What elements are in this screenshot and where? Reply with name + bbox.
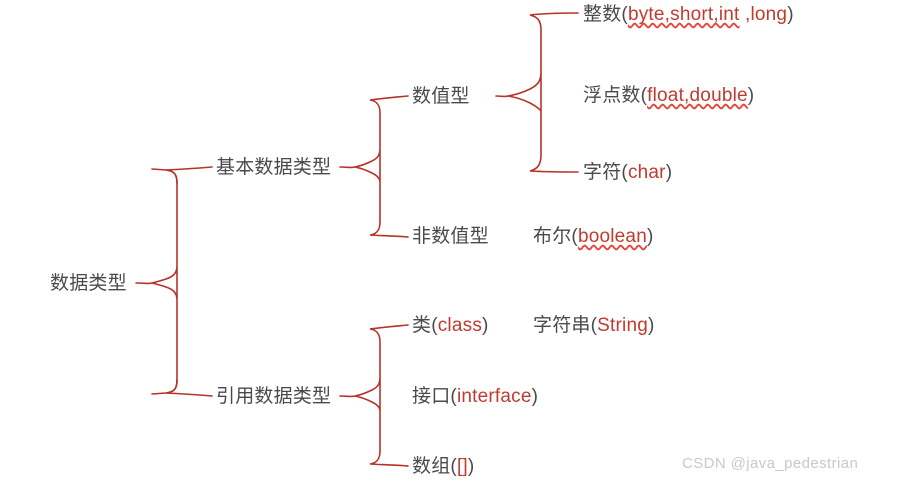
node-string[interactable]: 字符串(String) (533, 316, 655, 335)
node-integer-suffix: ) (787, 4, 794, 25)
node-float-prefix: 浮点数( (583, 85, 648, 106)
node-reference-types-label: 引用数据类型 (216, 386, 332, 407)
node-primitive-types[interactable]: 基本数据类型 (216, 158, 331, 177)
brace-numeric (495, 12, 579, 173)
node-interface[interactable]: 接口(interface) (412, 387, 538, 406)
node-char-suffix: ) (665, 162, 673, 183)
node-class[interactable]: 类(class) (412, 316, 489, 335)
node-float[interactable]: 浮点数(float,double) (583, 86, 754, 105)
node-string-prefix: 字符串( (533, 315, 598, 336)
node-char-keyword: char (627, 162, 666, 183)
node-string-suffix: ) (647, 315, 655, 336)
brace-root-arm-bottom (165, 379, 213, 397)
node-array[interactable]: 数组([]) (412, 457, 474, 476)
node-integer-keyword-tail: ,long (739, 4, 788, 25)
node-array-keyword: [] (456, 456, 468, 477)
node-char[interactable]: 字符(char) (583, 163, 672, 182)
brace-primitive (339, 95, 409, 238)
node-boolean-keyword: boolean (577, 226, 647, 247)
node-boolean-prefix: 布尔( (533, 226, 578, 247)
node-float-keyword: float,double (647, 85, 748, 106)
node-root[interactable]: 数据类型 (50, 274, 127, 293)
node-interface-prefix: 接口( (412, 386, 457, 407)
csdn-watermark: CSDN @java_pedestrian (682, 455, 858, 472)
node-integer-prefix: 整数( (583, 4, 628, 25)
brace-reference (339, 324, 409, 467)
node-interface-suffix: ) (531, 386, 539, 407)
csdn-watermark-text: CSDN @java_pedestrian (682, 455, 859, 472)
node-class-suffix: ) (482, 315, 489, 336)
node-non-numeric-type-label: 非数值型 (412, 226, 489, 247)
node-string-keyword: String (597, 315, 648, 336)
node-class-keyword: class (437, 315, 483, 336)
node-root-label: 数据类型 (50, 273, 127, 294)
node-boolean-suffix: ) (646, 226, 654, 247)
node-numeric-type-label: 数值型 (412, 86, 470, 107)
node-class-prefix: 类( (412, 315, 438, 336)
node-float-suffix: ) (747, 85, 755, 106)
node-integer[interactable]: 整数(byte,short,int ,long) (583, 5, 794, 24)
node-char-prefix: 字符( (583, 162, 628, 183)
brace-root-arm-top (165, 166, 213, 184)
node-primitive-types-label: 基本数据类型 (216, 157, 332, 178)
node-non-numeric-type[interactable]: 非数值型 (412, 227, 489, 246)
node-interface-keyword: interface (456, 386, 532, 407)
node-array-prefix: 数组( (412, 456, 457, 477)
node-numeric-type[interactable]: 数值型 (412, 87, 470, 106)
node-boolean[interactable]: 布尔(boolean) (533, 227, 654, 246)
brace-root (135, 168, 178, 395)
node-array-suffix: ) (467, 456, 475, 477)
node-reference-types[interactable]: 引用数据类型 (216, 387, 331, 406)
node-integer-keyword: byte,short,int (627, 4, 740, 25)
